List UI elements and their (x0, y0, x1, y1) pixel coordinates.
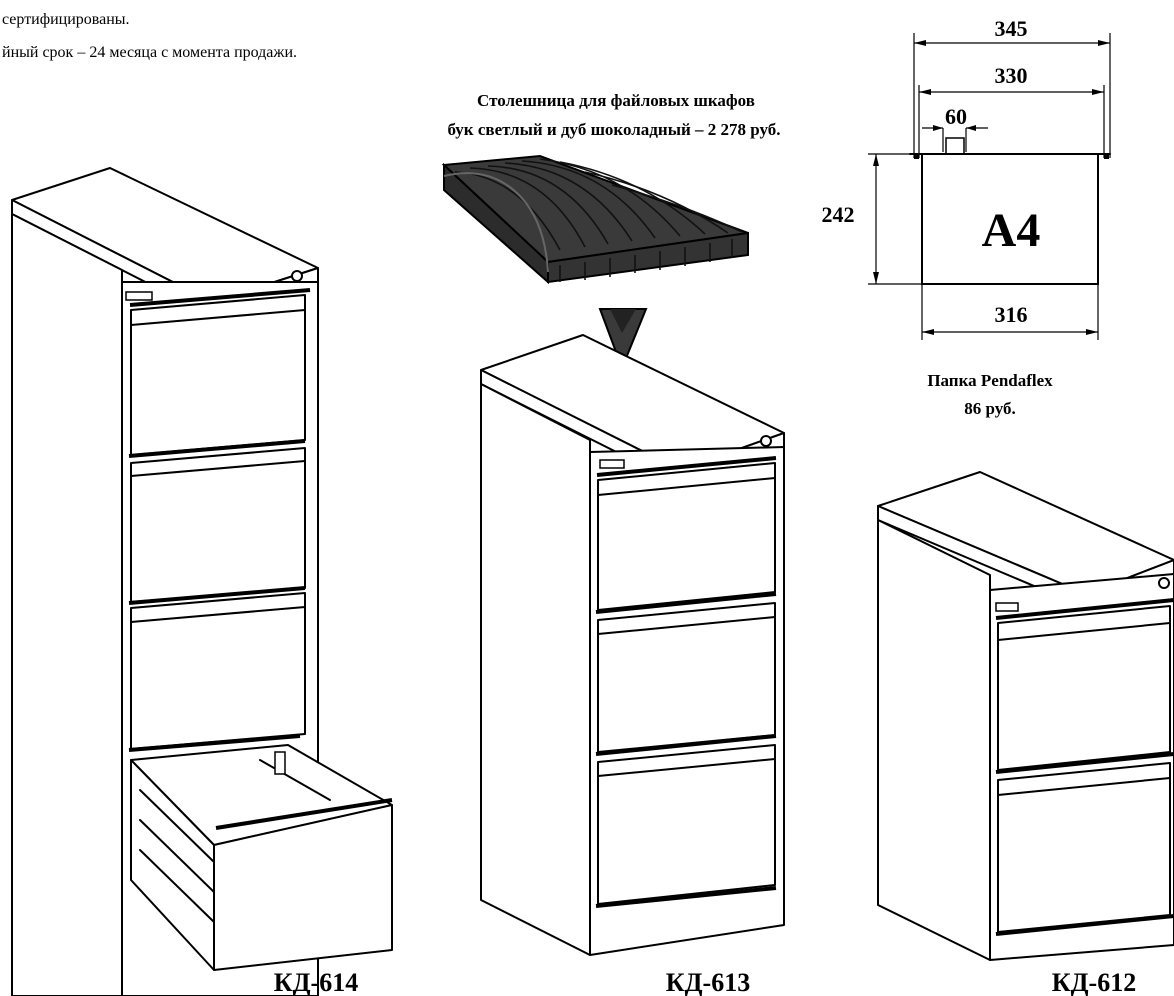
note-warranty: йный срок – 24 месяца с момента продажи. (2, 44, 297, 61)
tabletop-title: Столешница для файловых шкафов (477, 91, 755, 110)
cabinet-kd613 (480, 334, 785, 956)
label-kd614: КД-614 (274, 968, 358, 996)
label-kd612: КД-612 (1052, 968, 1136, 996)
cabinet-kd612 (877, 471, 1174, 961)
dim-330: 330 (995, 63, 1028, 88)
folder-dimension-drawing: 345 330 60 A4 242 316 (822, 16, 1111, 340)
note-certified: сертифицированы. (2, 11, 130, 28)
folder-name: Папка Pendaflex (927, 371, 1053, 390)
format-a4: A4 (982, 204, 1041, 257)
cabinet-kd614 (11, 167, 393, 996)
dim-60: 60 (945, 104, 967, 129)
dim-242: 242 (822, 202, 855, 227)
dim-316: 316 (995, 302, 1028, 327)
dim-345: 345 (995, 16, 1028, 41)
tabletop-price: бук светлый и дуб шоколадный – 2 278 руб… (447, 120, 780, 139)
folder-price: 86 руб. (964, 399, 1016, 418)
tabletop-drawing (441, 154, 749, 285)
label-kd613: КД-613 (666, 968, 750, 996)
